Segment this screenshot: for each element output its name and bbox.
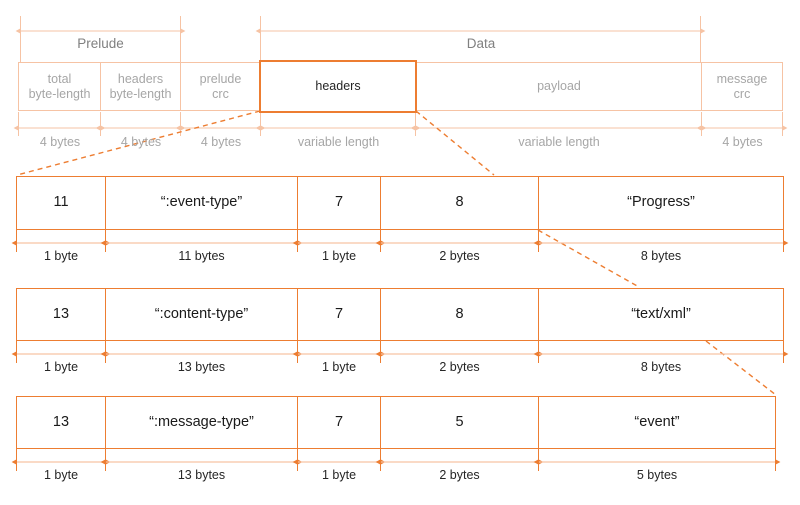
frame-size-headers: variable length [297, 135, 380, 149]
frame-field-payload[interactable]: payload [417, 62, 702, 111]
header-cell-value-length[interactable]: 8 [381, 288, 539, 341]
frame-size-message-crc: 4 bytes [722, 135, 763, 149]
header-size-name: 13 bytes [177, 468, 226, 482]
header-cell-value[interactable]: “Progress” [539, 176, 784, 230]
header-size-value: 8 bytes [640, 360, 682, 374]
header-size-name-length: 1 byte [43, 468, 79, 482]
header-cell-value[interactable]: “text/xml” [539, 288, 784, 341]
frame-field-prelude-crc[interactable]: prelude crc [181, 62, 261, 111]
frame-field-total-byte-length[interactable]: total byte-length [18, 62, 101, 111]
header-size-value: 5 bytes [636, 468, 678, 482]
header-cell-value-length[interactable]: 5 [381, 396, 539, 449]
header-size-value-type: 1 byte [321, 360, 357, 374]
header-size-value-length: 2 bytes [439, 468, 480, 482]
header-cell-name[interactable]: “:content-type” [106, 288, 298, 341]
section-label-data: Data [466, 36, 496, 51]
header-size-name-length: 1 byte [43, 360, 79, 374]
frame-size-payload: variable length [518, 135, 600, 149]
header-cell-value-type[interactable]: 7 [298, 176, 381, 230]
header-cell-value[interactable]: “event” [539, 396, 776, 449]
frame-field-message-crc[interactable]: message crc [702, 62, 783, 111]
frame-field-headers[interactable]: headers [259, 60, 417, 113]
frame-size-headers-byte-length: 4 bytes [120, 135, 162, 149]
header-cell-value-length[interactable]: 8 [381, 176, 539, 230]
header-size-value-length: 2 bytes [439, 360, 480, 374]
header-size-value-type: 1 byte [321, 249, 357, 263]
header-size-value-type: 1 byte [321, 468, 357, 482]
frame-size-prelude-crc: 4 bytes [200, 135, 242, 149]
header-cell-value-type[interactable]: 7 [298, 288, 381, 341]
frame-size-total-byte-length: 4 bytes [39, 135, 81, 149]
header-size-name: 11 bytes [178, 249, 225, 263]
header-cell-name-length[interactable]: 11 [16, 176, 106, 230]
header-cell-name-length[interactable]: 13 [16, 288, 106, 341]
header-size-name: 13 bytes [177, 360, 226, 374]
header-size-name-length: 1 byte [43, 249, 79, 263]
section-label-prelude: Prelude [77, 36, 124, 51]
header-cell-name[interactable]: “:event-type” [106, 176, 298, 230]
frame-field-headers-byte-length[interactable]: headers byte-length [101, 62, 181, 111]
header-cell-value-type[interactable]: 7 [298, 396, 381, 449]
header-size-value: 8 bytes [640, 249, 682, 263]
header-cell-name-length[interactable]: 13 [16, 396, 106, 449]
header-size-value-length: 2 bytes [439, 249, 480, 263]
header-cell-name[interactable]: “:message-type” [106, 396, 298, 449]
